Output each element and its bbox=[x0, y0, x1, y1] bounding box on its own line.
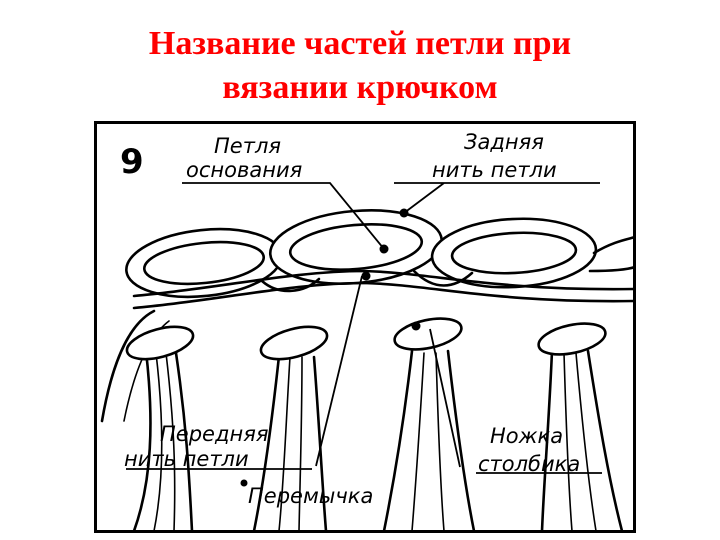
figure-number: 9 bbox=[120, 142, 144, 182]
page-title: Название частей петли при вязании крючко… bbox=[0, 22, 720, 110]
label-stitch-leg: Ножка bbox=[490, 424, 563, 448]
title-line-2: вязании крючком bbox=[222, 69, 498, 106]
label-stitch-leg-2: столбика bbox=[478, 452, 580, 476]
loop-chain bbox=[125, 209, 636, 310]
stitch-legs bbox=[100, 309, 624, 533]
stitch-leg-center-left bbox=[252, 325, 329, 533]
label-front-thread: Передняя bbox=[160, 422, 268, 446]
leader-lines bbox=[126, 182, 602, 487]
label-back-thread: Задняя bbox=[464, 130, 544, 154]
crochet-loop-diagram: 9 bbox=[94, 121, 636, 533]
stitch-leg-left bbox=[100, 309, 195, 533]
label-bridge: Перемычка bbox=[248, 484, 373, 508]
label-back-thread-2: нить петли bbox=[432, 158, 557, 182]
title-line-1: Название частей петли при bbox=[148, 25, 572, 62]
stitch-leg-center bbox=[382, 317, 476, 533]
label-front-thread-2: нить петли bbox=[124, 447, 249, 471]
stitch-leg-right bbox=[537, 322, 624, 533]
label-base-loop-2: основания bbox=[186, 158, 302, 182]
label-base-loop: Петля bbox=[214, 134, 281, 158]
